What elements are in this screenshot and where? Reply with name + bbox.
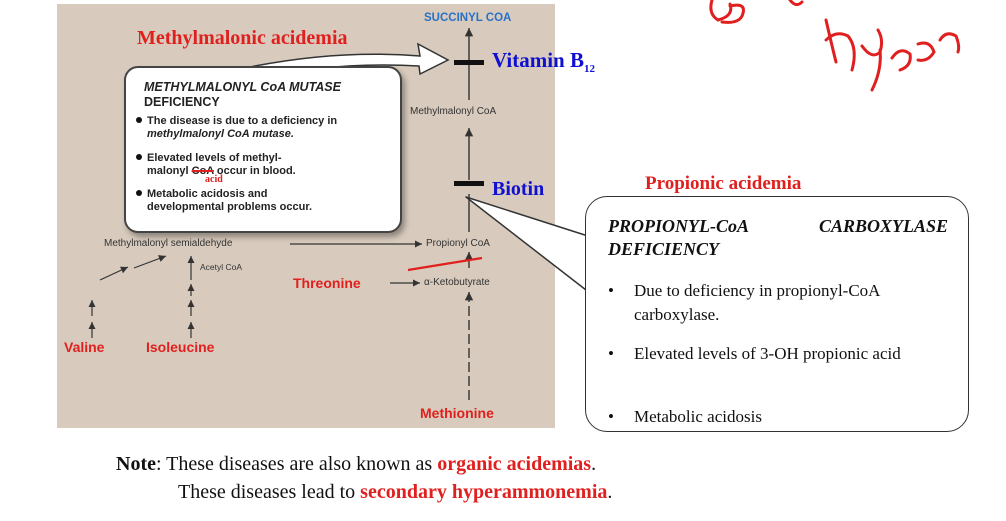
bullet-dot: •: [608, 407, 614, 426]
carboxylase-bullet-1-text: Due to deficiency in propionyl-CoA carbo…: [634, 281, 880, 324]
note-label: Note: [116, 453, 156, 475]
carboxylase-box-title: PROPIONYL-CoA CARBOXYLASE DEFICIENCY: [608, 215, 948, 261]
valine-label: Valine: [64, 339, 105, 355]
note-l1-text: : These diseases are also known as: [155, 453, 438, 475]
acetyl-coa-label: Acetyl CoA: [200, 262, 243, 272]
carboxylase-title-right: CARBOXYLASE: [818, 216, 948, 236]
bullet-dot: [136, 117, 142, 123]
note-line-1: Note: These diseases are also known as o…: [116, 453, 596, 476]
succinyl-coa-label: SUCCINYL COA: [424, 12, 512, 24]
mutase-bullet-3-a: Metabolic acidosis and: [147, 188, 268, 200]
acid-correction: acid: [205, 174, 223, 185]
methylmalonyl-coa-label: Methylmalonyl CoA: [410, 106, 497, 117]
handwriting: [709, 0, 961, 92]
mutase-bullet-1-b: methylmalonyl CoA mutase.: [147, 128, 294, 140]
note-l2-text: These diseases lead to: [178, 481, 361, 503]
b12-block-bar: [454, 60, 484, 65]
note-line-2: These diseases lead to secondary hyperam…: [178, 481, 612, 504]
struck-coa: CoA: [191, 165, 214, 177]
note-secondary-hyperammonemia: secondary hyperammonemia: [360, 481, 608, 503]
mutase-box-subtitle: DEFICIENCY: [144, 95, 220, 109]
vitamin-b12-label: Vitamin B12: [492, 48, 595, 75]
vitamin-b12-subscript: 12: [583, 63, 595, 76]
carboxylase-deficiency-box: PROPIONYL-CoA CARBOXYLASE DEFICIENCY • D…: [585, 196, 969, 432]
bullet-dot: •: [608, 281, 614, 300]
threonine-label: Threonine: [293, 275, 361, 291]
bullet-dot: [136, 190, 142, 196]
mutase-box-title: METHYLMALONYL CoA MUTASE: [144, 80, 341, 94]
note-organic-acidemias: organic acidemias: [437, 453, 592, 475]
ketobutyrate-label: α-Ketobutyrate: [424, 277, 490, 288]
isoleucine-label: Isoleucine: [146, 339, 215, 355]
methionine-label: Methionine: [420, 405, 494, 421]
red-strike: [407, 256, 483, 272]
carboxylase-title-left: PROPIONYL-CoA: [608, 216, 749, 236]
note-l1-end: .: [591, 453, 597, 475]
mutase-bullet-2-b2: occur in blood.: [216, 165, 296, 177]
methylmalonyl-semialdehyde-label: Methylmalonyl semialdehyde: [104, 238, 233, 249]
mutase-bullet-3-b: developmental problems occur.: [147, 201, 313, 213]
biotin-label: Biotin: [492, 178, 545, 200]
mutase-bullet-2-a: Elevated levels of methyl-: [147, 152, 282, 164]
mutase-deficiency-box: METHYLMALONYL CoA MUTASE DEFICIENCY The …: [124, 66, 402, 233]
carboxylase-bullet-2-text: Elevated levels of 3-OH propionic acid: [634, 344, 901, 363]
methylmalonic-heading: Methylmalonic acidemia: [137, 27, 348, 49]
mutase-bullet-2-b1: malonyl: [147, 165, 189, 177]
mutase-bullet-2: Elevated levels of methyl-malonyl CoA oc…: [136, 152, 296, 178]
propionic-heading: Propionic acidemia: [645, 173, 802, 194]
bullet-dot: •: [608, 344, 614, 363]
biotin-block-bar: [454, 181, 484, 186]
propionyl-coa-label: Propionyl CoA: [426, 238, 490, 249]
bullet-dot: [136, 154, 142, 160]
vitamin-b12-text: Vitamin B: [492, 48, 584, 72]
carboxylase-title-l2: DEFICIENCY: [608, 239, 720, 259]
carboxylase-bullet-3-text: Metabolic acidosis: [634, 407, 762, 426]
note-l2-end: .: [607, 481, 613, 503]
mutase-bullet-1-a: The disease is due to a deficiency in: [147, 115, 338, 127]
